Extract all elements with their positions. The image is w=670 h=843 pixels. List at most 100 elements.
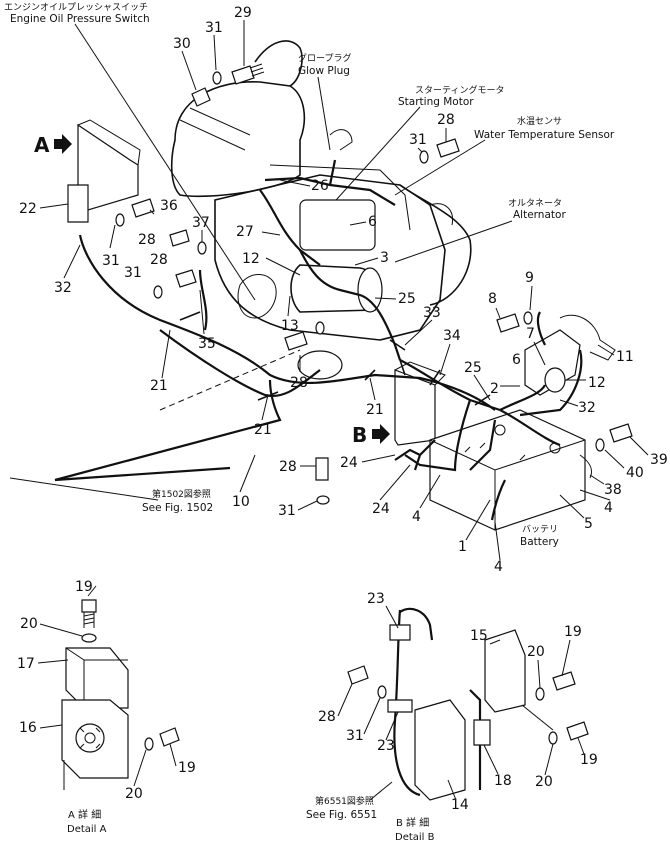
part-number: 35: [198, 336, 216, 352]
part-number: 27: [236, 224, 254, 240]
part-number: 20: [20, 616, 38, 632]
callout-water-temp-en: Water Temperature Sensor: [474, 129, 615, 141]
part-number: 40: [626, 465, 644, 481]
ref-fig6551-jp: 第6551図参照: [315, 795, 374, 807]
part-number: 17: [17, 656, 35, 672]
part-number: 28: [290, 375, 308, 391]
bolt-group-main: [115, 63, 633, 505]
part-number: 28: [150, 252, 168, 268]
part-number: 31: [278, 503, 296, 519]
wire-harness: [54, 159, 583, 521]
part-number: 26: [311, 178, 329, 194]
part-number: 19: [75, 579, 93, 595]
part-number: 22: [19, 201, 37, 217]
part-number: 31: [102, 253, 120, 269]
part-number: 20: [125, 786, 143, 802]
engine-assembly: [159, 40, 472, 411]
part-number: 31: [124, 265, 142, 281]
part-number: 19: [178, 760, 196, 776]
view-b-arrow-icon: [372, 424, 390, 444]
part-number: 28: [437, 112, 455, 128]
part-number: 4: [494, 559, 503, 575]
part-number: 24: [340, 455, 358, 471]
callout-glow-plug-en: Glow Plug: [298, 65, 350, 77]
part-number: 12: [242, 251, 260, 267]
part-number: 36: [160, 198, 178, 214]
callout-leaders: [9, 23, 513, 801]
callout-battery-jp: バッテリ: [522, 524, 558, 535]
part-number: 34: [443, 328, 461, 344]
part-number: 29: [234, 5, 252, 21]
part-number: 21: [150, 378, 168, 394]
callout-oil-switch-en: Engine Oil Pressure Switch: [10, 13, 150, 25]
part-number: 28: [279, 459, 297, 475]
part-number: 31: [205, 20, 223, 36]
detail-b-en: Detail B: [395, 832, 435, 843]
callout-alternator-en: Alternator: [513, 209, 566, 221]
part-number: 39: [650, 452, 668, 468]
part-number: 23: [377, 738, 395, 754]
part-number: 15: [470, 628, 488, 644]
callout-oil-switch-jp: エンジンオイルプレッシャスイッチ: [4, 2, 148, 13]
part-number: 5: [584, 516, 593, 532]
part-number: 4: [604, 500, 613, 516]
part-number: 8: [488, 291, 497, 307]
part-number: 9: [525, 270, 534, 286]
part-number: 16: [19, 720, 37, 736]
part-number: 24: [372, 501, 390, 517]
part-number: 6: [368, 214, 377, 230]
part-number: 13: [281, 318, 299, 334]
part-leaders: [37, 20, 649, 801]
part-number: 28: [138, 232, 156, 248]
part-number-labels: 29 31 30 28 31 26 6 27 12 3 13 25 22 28 …: [17, 5, 668, 813]
part-number: 21: [254, 422, 272, 438]
part-number: 18: [494, 773, 512, 789]
part-number: 38: [604, 482, 622, 498]
part-number: 19: [564, 624, 582, 640]
part-number: 23: [367, 591, 385, 607]
detail-a-jp: A 詳 細: [68, 808, 101, 821]
part-number: 25: [398, 291, 416, 307]
part-number: 10: [232, 494, 250, 510]
ref-fig6551-en: See Fig. 6551: [306, 809, 377, 821]
part-number: 31: [409, 132, 427, 148]
part-number: 19: [580, 752, 598, 768]
callout-battery-en: Battery: [520, 536, 559, 548]
part-number: 3: [380, 250, 389, 266]
part-number: 31: [346, 728, 364, 744]
detail-a-en: Detail A: [67, 824, 107, 835]
part-number: 20: [535, 774, 553, 790]
part-number: 30: [173, 36, 191, 52]
callout-starting-motor-en: Starting Motor: [398, 96, 474, 108]
part-number: 20: [527, 644, 545, 660]
ref-fig1502-en: See Fig. 1502: [142, 502, 213, 514]
part-number: 21: [366, 402, 384, 418]
part-number: 1: [458, 539, 467, 555]
view-a-arrow-icon: [54, 134, 72, 154]
ref-fig1502-jp: 第1502図参照: [152, 488, 211, 500]
part-number: 12: [588, 375, 606, 391]
part-number: 32: [578, 400, 596, 416]
part-number: 14: [451, 797, 469, 813]
detail-a-drawing: [61, 599, 180, 790]
part-number: 28: [318, 709, 336, 725]
part-number: 4: [412, 509, 421, 525]
part-number: 11: [616, 349, 634, 365]
callout-starting-motor-jp: スターティングモータ: [415, 84, 504, 96]
controller-box-a: [67, 119, 141, 223]
part-number: 32: [54, 280, 72, 296]
callout-alternator-jp: オルタネータ: [508, 198, 562, 209]
view-b-label: B: [352, 423, 367, 447]
callout-glow-plug-jp: グロープラグ: [298, 52, 351, 64]
detail-b-jp: B 詳 細: [396, 816, 429, 829]
view-a-label: A: [34, 133, 50, 157]
part-number: 37: [192, 215, 210, 231]
part-number: 33: [423, 305, 441, 321]
relay-assembly: [524, 314, 616, 396]
part-number: 6: [512, 352, 521, 368]
part-number: 25: [464, 360, 482, 376]
callout-water-temp-jp: 水温センサ: [517, 115, 562, 127]
part-number: 7: [526, 326, 535, 342]
